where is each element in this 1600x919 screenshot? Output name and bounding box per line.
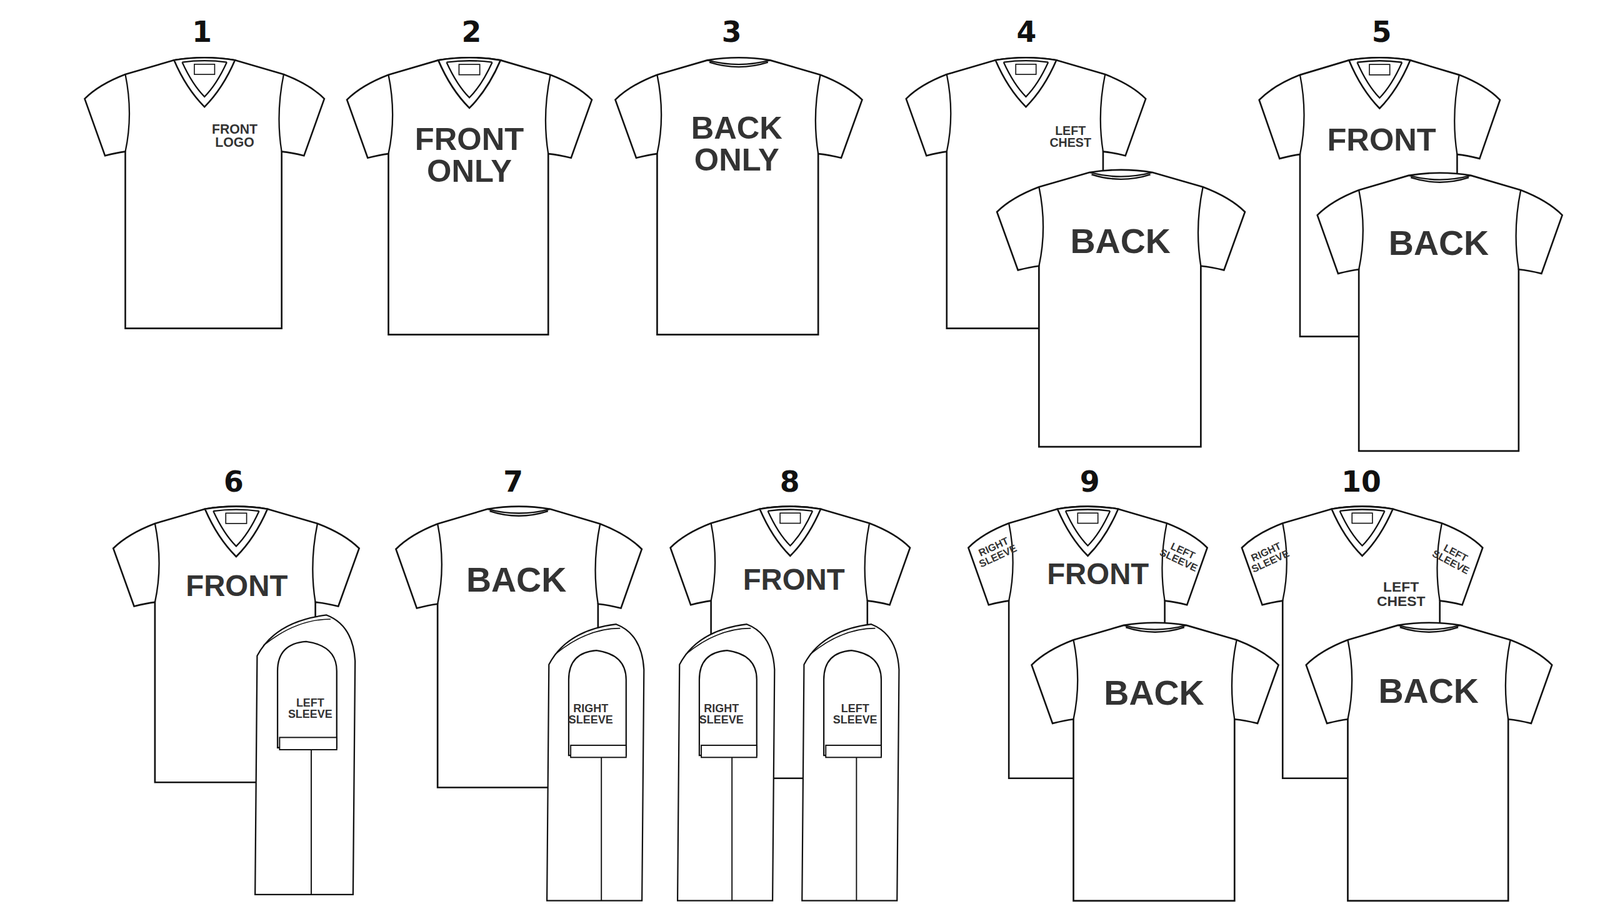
option-number: 7 bbox=[503, 468, 524, 497]
option-number: 6 bbox=[223, 468, 244, 497]
print-label: BACK ONLY bbox=[691, 112, 783, 176]
option-number: 8 bbox=[780, 468, 800, 497]
option-number: 4 bbox=[1016, 18, 1037, 47]
print-label: BACK bbox=[466, 562, 567, 598]
option-number: 5 bbox=[1371, 18, 1392, 47]
option-number: 2 bbox=[461, 18, 482, 47]
print-label: RIGHT SLEEVE bbox=[699, 703, 744, 726]
print-label: FRONT bbox=[185, 571, 288, 602]
option-number: 1 bbox=[191, 18, 212, 47]
print-label: BACK bbox=[1388, 225, 1489, 261]
print-label: BACK bbox=[1103, 675, 1204, 711]
print-label: LEFT SLEEVE bbox=[833, 703, 878, 726]
option-number: 9 bbox=[1080, 468, 1100, 497]
print-label: BACK bbox=[1070, 223, 1170, 259]
print-label: FRONT bbox=[1326, 123, 1436, 156]
option-number: 10 bbox=[1341, 468, 1382, 497]
print-label: RIGHT SLEEVE bbox=[568, 703, 614, 726]
option-number: 3 bbox=[721, 18, 742, 47]
print-label: FRONT bbox=[743, 565, 845, 595]
print-label: LEFT SLEEVE bbox=[288, 698, 333, 721]
print-label: BACK bbox=[1378, 673, 1479, 709]
print-label: FRONT bbox=[1046, 560, 1149, 590]
print-label: LEFT CHEST bbox=[1376, 579, 1425, 609]
print-label: LEFT CHEST bbox=[1049, 124, 1091, 149]
print-label: FRONT LOGO bbox=[211, 122, 258, 149]
print-label: FRONT ONLY bbox=[415, 123, 524, 187]
